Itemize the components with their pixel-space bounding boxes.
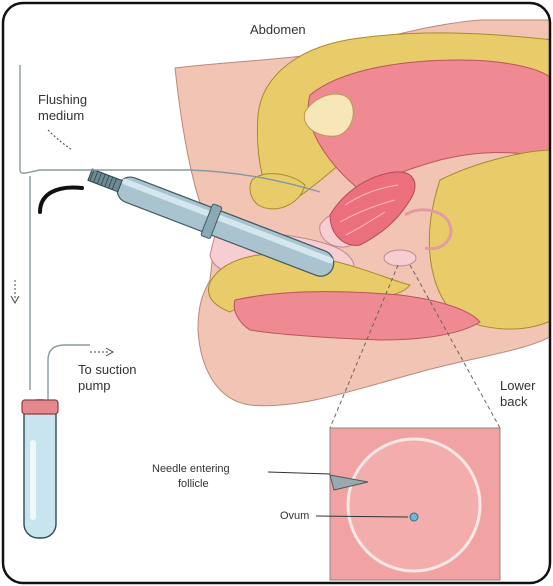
label-flushing-medium-1: Flushing [38, 92, 87, 108]
label-ovum: Ovum [280, 510, 309, 523]
ovum-cell [410, 513, 418, 521]
label-suction-pump-1: To suction [78, 362, 137, 378]
follicle-inset [330, 428, 500, 580]
flushing-arrow-icon [48, 130, 72, 150]
label-suction-pump-2: pump [78, 378, 111, 394]
collection-tube [24, 400, 56, 538]
label-needle-2: follicle [178, 478, 209, 491]
label-abdomen: Abdomen [250, 22, 306, 38]
label-lower-back-2: back [500, 394, 527, 410]
tube-cap [22, 400, 58, 414]
needle-leader [268, 472, 330, 474]
ovary [384, 250, 416, 266]
label-lower-back-1: Lower [500, 378, 535, 394]
label-flushing-medium-2: medium [38, 108, 84, 124]
probe-cable [40, 187, 82, 212]
tube-highlight [30, 440, 36, 520]
label-needle-1: Needle entering [152, 463, 230, 476]
